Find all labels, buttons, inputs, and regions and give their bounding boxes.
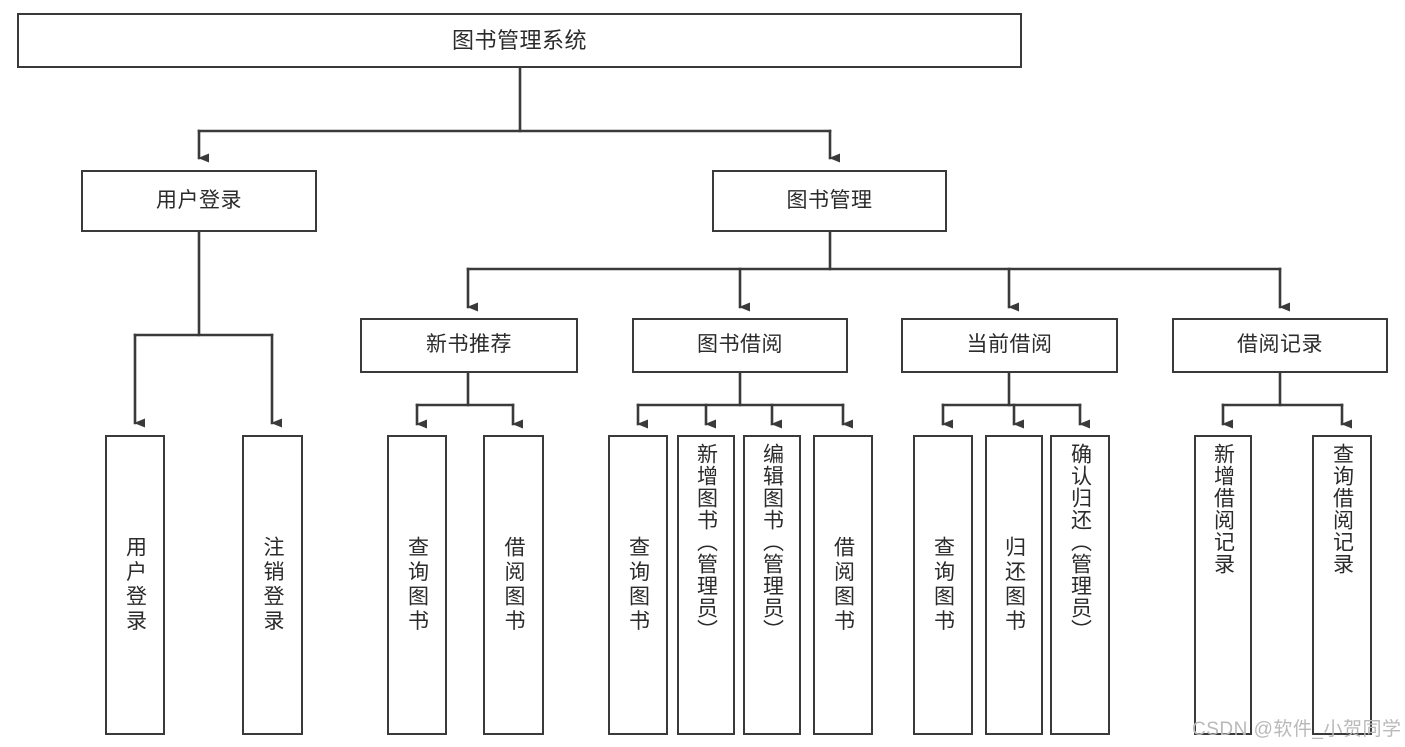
- node-current-borrow[interactable]: 当前借阅: [901, 318, 1118, 373]
- node-label: 用户登录: [156, 188, 242, 212]
- node-book-management[interactable]: 图书管理: [712, 170, 947, 232]
- node-label: 查询图书: [405, 536, 429, 634]
- leaf-user-login-logout[interactable]: 注销登录: [242, 435, 303, 735]
- node-label: 当前借阅: [966, 333, 1053, 357]
- leaf-borrow-record-add-record[interactable]: 新增借阅记录: [1194, 435, 1252, 735]
- node-book-borrow[interactable]: 图书借阅: [632, 318, 848, 373]
- node-label: 归还图书: [1002, 536, 1026, 634]
- leaf-current-borrow-query-book[interactable]: 查询图书: [913, 435, 973, 735]
- leaf-current-borrow-confirm-return[interactable]: 确认归还（管理员）: [1050, 435, 1110, 735]
- leaf-user-login-login[interactable]: 用户登录: [105, 435, 165, 735]
- node-label: 借阅记录: [1237, 333, 1323, 357]
- node-label: 新增图书（管理员）: [694, 443, 718, 641]
- node-label: 图书借阅: [697, 333, 783, 357]
- leaf-borrow-record-query-record[interactable]: 查询借阅记录: [1312, 435, 1372, 735]
- leaf-book-borrow-edit-book[interactable]: 编辑图书（管理员）: [743, 435, 801, 735]
- csdn-watermark: CSDN @软件_小贺同学: [1192, 719, 1402, 740]
- node-label: 查询图书: [931, 536, 955, 634]
- node-label: 查询借阅记录: [1330, 443, 1354, 575]
- leaf-new-book-query-book[interactable]: 查询图书: [387, 435, 447, 735]
- node-label: 借阅图书: [502, 536, 525, 634]
- node-label: 借阅图书: [831, 536, 855, 634]
- node-label: 新增借阅记录: [1211, 443, 1235, 575]
- node-label: 图书管理: [786, 188, 873, 212]
- node-new-book-recommend[interactable]: 新书推荐: [360, 318, 578, 373]
- node-borrow-record[interactable]: 借阅记录: [1172, 318, 1388, 373]
- node-label: 注销登录: [261, 536, 284, 634]
- node-user-login[interactable]: 用户登录: [81, 170, 317, 232]
- node-label: 编辑图书（管理员）: [760, 443, 784, 641]
- leaf-book-borrow-query-book[interactable]: 查询图书: [608, 435, 668, 735]
- leaf-book-borrow-borrow-book[interactable]: 借阅图书: [813, 435, 873, 735]
- leaf-book-borrow-add-book[interactable]: 新增图书（管理员）: [677, 435, 735, 735]
- node-label: 查询图书: [626, 536, 650, 634]
- node-root-book-management-system[interactable]: 图书管理系统: [17, 13, 1022, 68]
- node-label: 确认归还（管理员）: [1068, 443, 1092, 641]
- node-label: 用户登录: [123, 536, 147, 634]
- node-label: 新书推荐: [426, 333, 512, 357]
- leaf-current-borrow-return-book[interactable]: 归还图书: [985, 435, 1043, 735]
- leaf-new-book-borrow-book[interactable]: 借阅图书: [483, 435, 544, 735]
- node-label: 图书管理系统: [451, 27, 587, 53]
